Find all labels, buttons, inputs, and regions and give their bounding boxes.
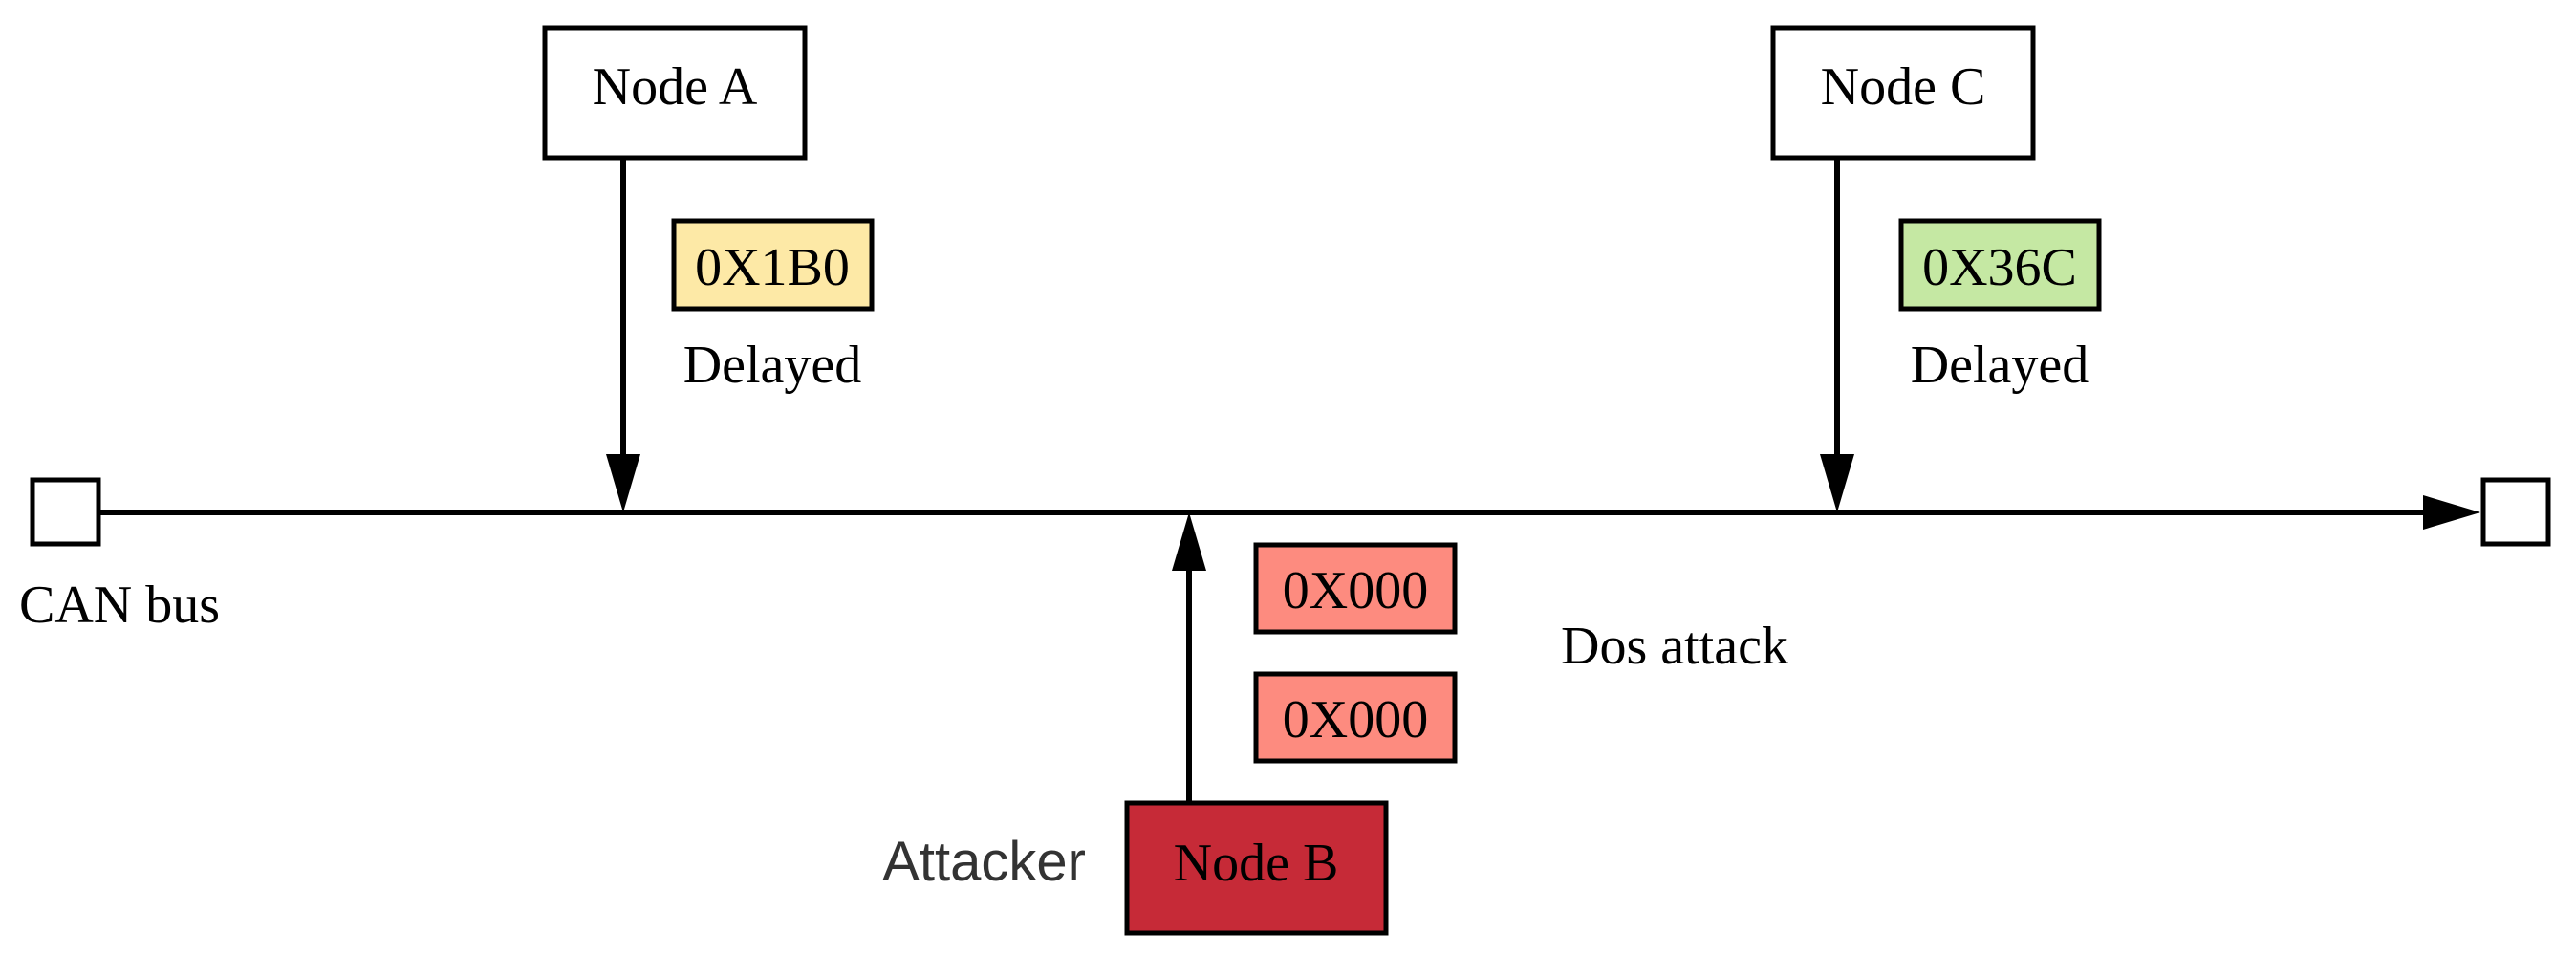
node-a-message-box [671, 218, 875, 312]
attack-message-box-2 [1253, 671, 1458, 764]
node-b-box[interactable] [1124, 800, 1389, 936]
attack-message-label-2: 0X000 [1283, 690, 1428, 750]
node-c-arrowhead [1820, 454, 1854, 512]
node-c-message-label: 0X36C [1922, 238, 2077, 297]
bus-terminator-left [30, 477, 101, 547]
node-b-label: Node B [1174, 834, 1339, 893]
node-a-status: Delayed [683, 336, 862, 395]
attacker-label: Attacker [882, 831, 1086, 893]
attack-type-label: Dos attack [1561, 617, 1788, 676]
bus-terminator-right [2480, 477, 2551, 547]
node-a-message-label: 0X1B0 [695, 238, 850, 297]
node-a-box[interactable] [542, 25, 808, 161]
node-a-arrowhead [606, 454, 640, 512]
node-b-arrowhead [1172, 512, 1206, 571]
node-c-message-box [1898, 218, 2102, 312]
node-a-label: Node A [593, 57, 758, 117]
attack-message-box-1 [1253, 542, 1458, 635]
attack-message-label-1: 0X000 [1283, 561, 1428, 620]
can-bus-arrowhead [2423, 495, 2480, 530]
node-c-box[interactable] [1770, 25, 2036, 161]
node-c-status: Delayed [1911, 336, 2089, 395]
node-c-label: Node C [1821, 57, 1986, 117]
can-bus-label: CAN bus [19, 576, 220, 635]
